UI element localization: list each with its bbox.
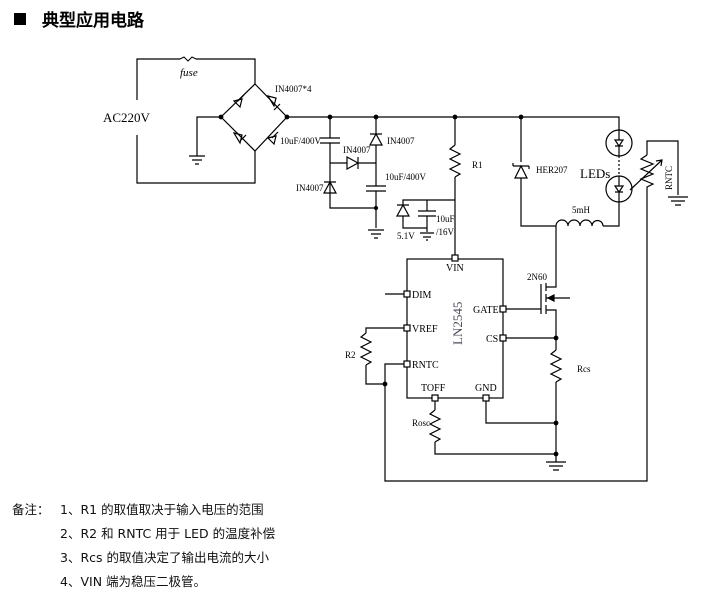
section-title-text: 典型应用电路 <box>42 11 144 31</box>
cap2-label: 10uF/400V <box>385 172 427 182</box>
fuse-label: fuse <box>180 67 198 79</box>
leds-label: LEDs <box>580 166 610 181</box>
zener-label: 5.1V <box>397 231 415 241</box>
note-item: 3、Rcs 的取值决定了输出电流的大小 <box>60 550 269 565</box>
zener-diode-icon <box>395 203 411 217</box>
capacitor-icon <box>418 210 436 217</box>
fuse-icon <box>179 56 197 62</box>
notes-heading: 备注： <box>12 502 50 517</box>
capacitor-icon <box>366 185 386 192</box>
note-item: 1、R1 的取值取决于输入电压的范围 <box>60 502 264 517</box>
pin-rntc: RNTC <box>412 360 439 371</box>
ac-input-wires <box>136 58 256 184</box>
r2-label: R2 <box>345 350 356 360</box>
diode-top-label: IN4007 <box>387 136 415 146</box>
diode-low-label: IN4007 <box>296 183 324 193</box>
diode-her207-icon <box>512 163 530 179</box>
pin-toff: TOFF <box>421 383 446 394</box>
resistor-rosc <box>428 409 442 443</box>
rcs-label: Rcs <box>577 364 591 374</box>
notes: 备注： 1、R1 的取值取决于输入电压的范围 2、R2 和 RNTC 用于 LE… <box>12 498 275 594</box>
her207-label: HER207 <box>536 165 568 175</box>
ic-label: LN2545 <box>450 302 465 345</box>
r1-label: R1 <box>472 160 483 170</box>
diode-icon <box>322 180 338 194</box>
mosfet-2n60-icon <box>540 283 570 338</box>
inductor-icon <box>555 219 604 227</box>
capacitor-icon <box>320 137 340 144</box>
rntc-label: RNTC <box>664 166 674 190</box>
note-item: 4、VIN 端为稳压二极管。 <box>60 574 207 589</box>
ground-icon <box>368 229 384 239</box>
ground-icon <box>189 155 205 165</box>
dc-rail <box>287 116 620 130</box>
thermistor-arrow-icon <box>629 159 663 191</box>
led-icon <box>605 129 633 157</box>
pin-vin: VIN <box>446 263 464 274</box>
resistor-rcs <box>549 349 563 383</box>
ground-icon <box>420 232 434 241</box>
pin-vref: VREF <box>412 324 438 335</box>
diode-icon <box>346 155 360 171</box>
section-title: 典型应用电路 <box>14 6 144 31</box>
cap3-label-a: 10uF <box>436 214 455 224</box>
diode-icon <box>232 94 245 109</box>
cap1-label: 10uF/400V <box>280 136 322 146</box>
pin-dim: DIM <box>412 290 432 301</box>
mosfet-label: 2N60 <box>527 272 547 282</box>
bullet-square-icon <box>14 12 26 25</box>
resistor-r2 <box>359 332 373 366</box>
diode-icon <box>368 132 384 146</box>
ground-icon <box>546 461 566 471</box>
pin-cs: CS <box>486 334 498 345</box>
thermistor-rntc <box>639 154 655 195</box>
ac-source-label: AC220V <box>103 110 151 125</box>
pin-gnd: GND <box>475 383 497 394</box>
bridge-rectifier <box>220 83 288 152</box>
diode-icon <box>266 131 279 146</box>
diode-icon <box>266 95 281 111</box>
inductor-label: 5mH <box>572 205 591 215</box>
bridge-label: IN4007*4 <box>275 84 312 94</box>
diode-icon <box>232 132 247 145</box>
rosc-label: Rosc <box>412 418 430 428</box>
cap3-label-b: /16V <box>436 227 455 237</box>
resistor-r1 <box>448 144 462 178</box>
diode-mid-label: IN4007 <box>343 145 371 155</box>
ground-icon <box>668 196 688 206</box>
pin-gate: GATE <box>473 305 499 316</box>
note-item: 2、R2 和 RNTC 用于 LED 的温度补偿 <box>60 526 276 541</box>
